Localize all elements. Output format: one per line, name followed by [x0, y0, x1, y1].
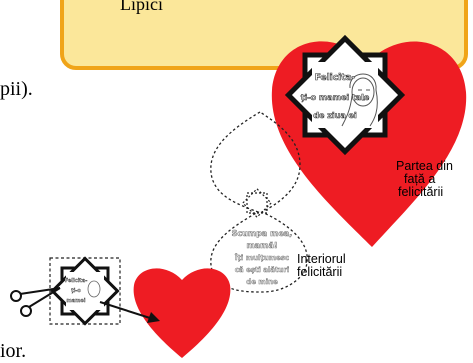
front-caption-line-3: felicitării [398, 185, 444, 199]
front-caption-line-1: Partea din [396, 159, 453, 173]
inside-caption: Interiorul felicitării [297, 253, 346, 279]
inside-card-line-3: Îți mulțumesc [235, 253, 289, 263]
glue-callout-box [60, 0, 468, 70]
front-card-line-2: ți-o mamei tale [301, 93, 370, 103]
inside-card-line-5: de mine [246, 278, 278, 286]
text-fragment-top: pii). [0, 78, 33, 100]
front-star-badge [284, 34, 406, 156]
small-card-line-3: mamei [67, 298, 86, 304]
small-card-line-1: Felicita- [65, 278, 88, 284]
text-fragment-bottom: ior. [0, 340, 27, 362]
inside-dashed-outline [210, 111, 308, 293]
small-card-line-2: ți-o [71, 288, 81, 294]
front-card-line-1: Felicita- [315, 73, 356, 83]
portrait-drawing [341, 73, 378, 127]
inside-card-line-4: că ești alături [235, 266, 289, 274]
front-card-line-3: de ziua ei [313, 111, 357, 120]
inside-diamond-outline [242, 188, 272, 218]
small-heart [133, 268, 231, 358]
arrow-icon [99, 301, 160, 323]
front-caption-line-2: față a [404, 172, 436, 186]
front-caption: Partea din față a felicitării [396, 160, 453, 199]
scissors-icon [10, 287, 61, 317]
inside-caption-line-2: felicitării [297, 265, 343, 279]
cutout-star-badge [50, 256, 120, 326]
inside-card-line-2: mamă! [246, 241, 277, 250]
inside-card-line-1: Scumpa mea, [232, 229, 293, 238]
glue-callout-text: Lipici [120, 0, 163, 14]
inside-caption-line-1: Interiorul [297, 252, 346, 266]
